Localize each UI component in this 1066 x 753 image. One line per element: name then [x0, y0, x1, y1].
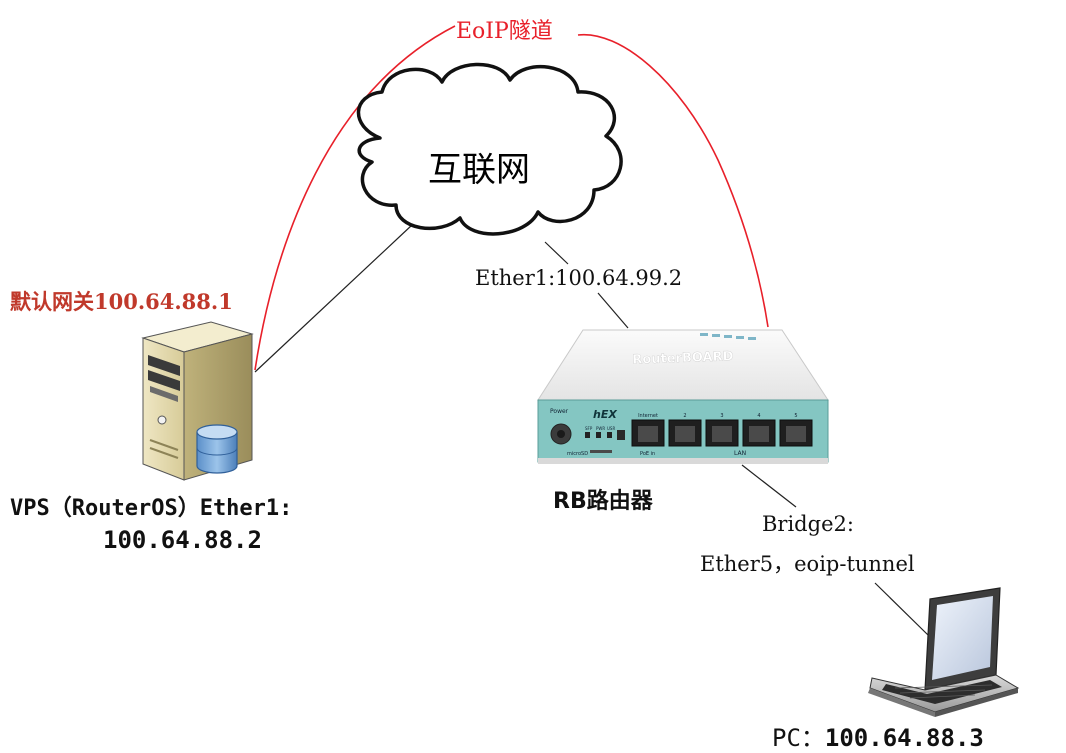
- router-wan-label: Ether1:100.64.99.2: [475, 266, 683, 290]
- ethernet-port-label: 2: [683, 413, 686, 419]
- internet-label: 互联网: [428, 150, 530, 190]
- bridge-label-line2: Ether5，eoip-tunnel: [700, 552, 915, 576]
- laptop-pc-icon: [868, 587, 1020, 717]
- eoip-tunnel-arc-right: [577, 33, 769, 328]
- ethernet-port-2: 2: [668, 413, 702, 447]
- link-vps-internet: [254, 224, 413, 373]
- router-device-icon: RouterBOARD Power hEX SFP PWR USR microS…: [537, 329, 829, 464]
- eoip-tunnel-label: EoIP隧道: [456, 19, 553, 44]
- eoip-tunnel-arc-left: [254, 25, 456, 371]
- router-microsd-label: microSD: [567, 451, 588, 457]
- link-router-bridge: [741, 464, 797, 508]
- router-name-label: RB路由器: [553, 489, 653, 514]
- bridge-label-line1: Bridge2:: [762, 512, 854, 536]
- pc-label-prefix: PC：: [772, 724, 825, 752]
- router-led-label-usr: USR: [607, 426, 615, 431]
- router-front-brand: hEX: [593, 408, 617, 421]
- ethernet-port-label: 5: [794, 413, 797, 419]
- pc-label: PC：100.64.88.3: [772, 718, 984, 753]
- router-power-label: Power: [550, 408, 569, 415]
- vps-label-line2: 100.64.88.2: [103, 526, 262, 554]
- ethernet-port-label: Internet: [638, 413, 658, 419]
- router-led-label-sfp: SFP: [585, 426, 593, 431]
- link-bridge-pc: [874, 582, 929, 636]
- router-poe-label: PoE in: [640, 451, 655, 457]
- pc-ip-label: 100.64.88.3: [824, 724, 984, 752]
- ethernet-port-3: 3: [705, 413, 739, 447]
- internet-cloud-icon: [356, 62, 623, 236]
- router-led-label-pwr: PWR: [596, 426, 605, 431]
- ethernet-port-1: Internet: [631, 413, 665, 447]
- router-top-brand: RouterBOARD: [632, 349, 734, 368]
- ethernet-port-4: 4: [742, 413, 776, 447]
- link-internet-router: [544, 241, 569, 265]
- vps-label-line1: VPS（RouterOS）Ether1:: [10, 496, 293, 521]
- router-lan-label: LAN: [734, 450, 746, 457]
- ethernet-port-label: 4: [757, 413, 760, 419]
- database-icon: [196, 424, 238, 474]
- link-router-wan: [597, 292, 629, 329]
- ethernet-port-label: 3: [720, 413, 723, 419]
- default-gateway-label: 默认网关100.64.88.1: [10, 289, 233, 314]
- ethernet-port-5: 5: [779, 413, 813, 447]
